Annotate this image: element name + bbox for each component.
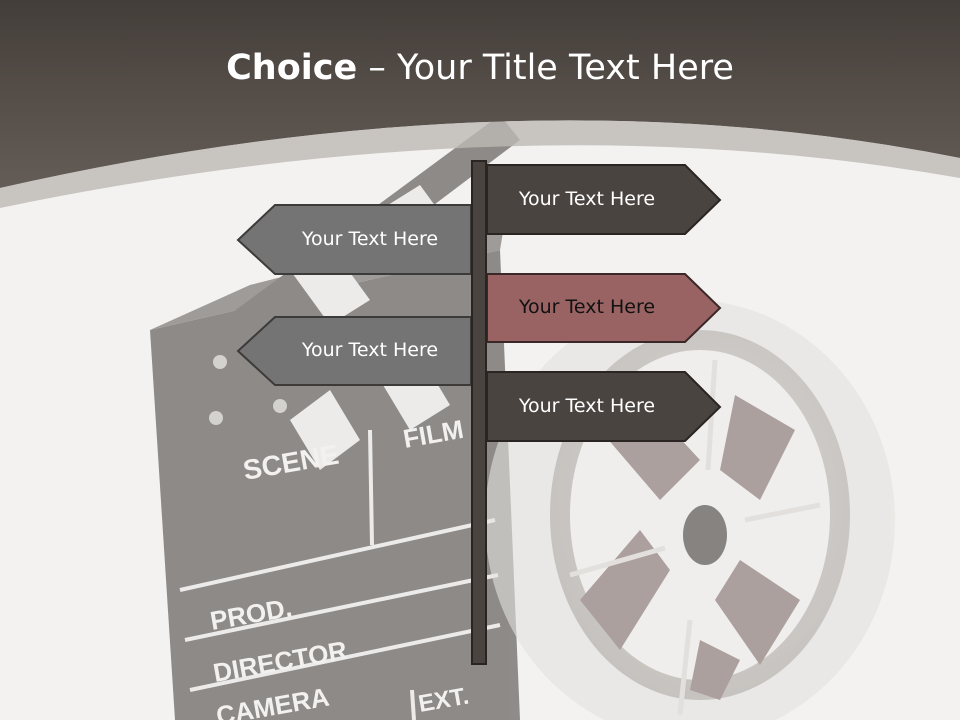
sign-arrow-3[interactable] <box>486 273 722 343</box>
title-bold: Choice <box>226 48 358 88</box>
sign-label-1[interactable]: Your Text Here <box>518 188 656 210</box>
title-rest: – Your Title Text Here <box>357 48 734 88</box>
sign-label-4[interactable]: Your Text Here <box>301 339 439 361</box>
page-title: Choice – Your Title Text Here <box>0 48 960 88</box>
sign-arrow-5[interactable] <box>486 371 722 442</box>
sign-label-2[interactable]: Your Text Here <box>301 228 439 250</box>
signpost-pole <box>471 160 487 665</box>
header-swoosh <box>0 120 960 208</box>
sign-label-5[interactable]: Your Text Here <box>518 395 656 417</box>
sign-label-3[interactable]: Your Text Here <box>518 296 656 318</box>
sign-arrow-1[interactable] <box>486 164 722 235</box>
header-band <box>0 0 960 188</box>
